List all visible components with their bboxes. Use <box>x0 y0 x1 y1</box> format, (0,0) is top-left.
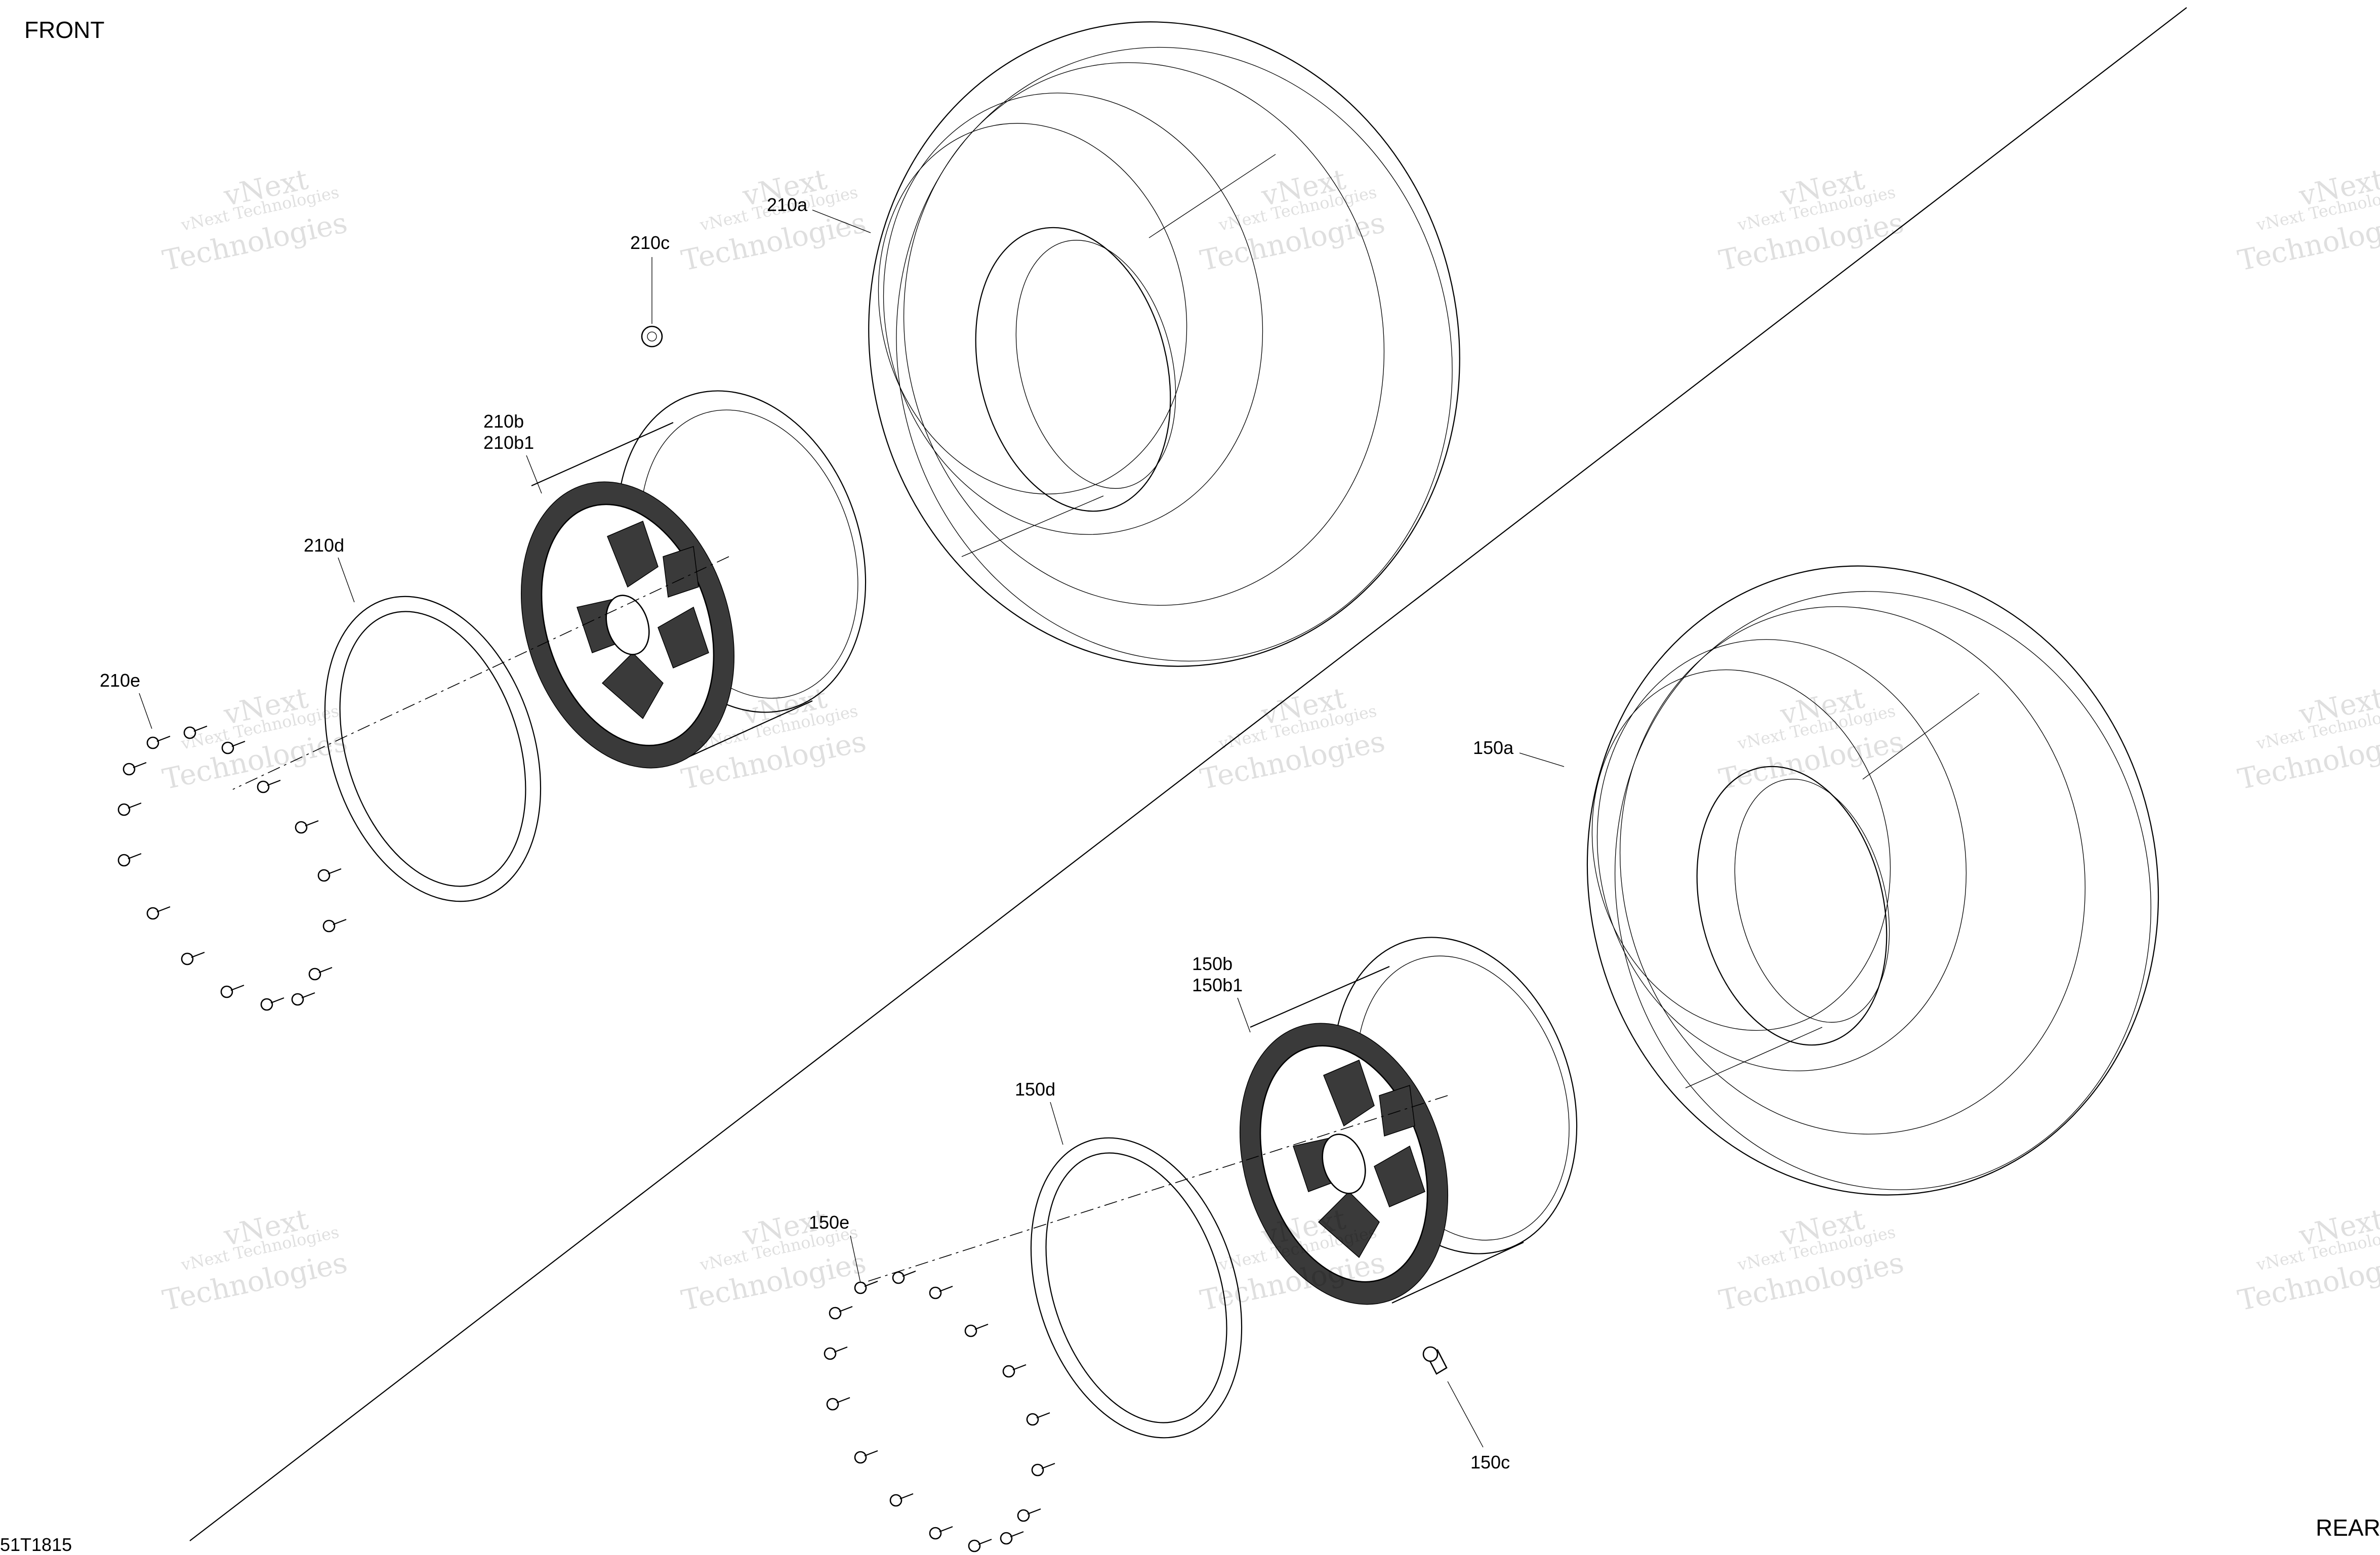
bolt-icon <box>183 725 208 739</box>
leader-210e <box>139 693 152 729</box>
label-front: FRONT <box>24 17 104 43</box>
bolt-icon <box>295 820 319 834</box>
callout-150c: 150c <box>1470 1452 1510 1473</box>
rear-beadlock-ring[interactable] <box>995 1111 1278 1465</box>
bolt-icon <box>291 992 315 1006</box>
bolt-icon <box>824 1346 848 1360</box>
leader-150d <box>1050 1102 1063 1145</box>
callout-150d: 150d <box>1015 1079 1055 1100</box>
bolt-icon <box>146 906 171 920</box>
label-rear: REAR <box>2316 1515 2380 1541</box>
divider-line <box>189 7 2187 1541</box>
callout-210e: 210e <box>100 670 140 691</box>
bolt-icon <box>257 779 281 793</box>
leader-210a <box>812 209 871 233</box>
front-axis-line <box>232 556 729 790</box>
bolt-icon <box>929 1526 953 1540</box>
front-bolt-set[interactable] <box>117 725 347 1011</box>
rear-axis-line <box>855 1095 1448 1286</box>
callout-210b: 210b <box>483 411 524 432</box>
bolt-icon <box>1017 1508 1041 1522</box>
leader-210b <box>526 455 542 494</box>
bolt-icon <box>322 918 347 933</box>
front-valve-stem[interactable] <box>641 325 663 348</box>
bolt-icon <box>117 853 142 867</box>
bolt-icon <box>117 802 142 816</box>
bolt-icon <box>317 868 342 882</box>
rear-rim[interactable] <box>1205 906 1616 1332</box>
figure-code: 51T1815 <box>0 1534 72 1555</box>
bolt-icon <box>260 997 284 1011</box>
bolt-icon <box>146 735 171 749</box>
front-beadlock-ring[interactable] <box>288 568 578 929</box>
rear-bolt-set[interactable] <box>824 1270 1055 1552</box>
bolt-icon <box>1031 1462 1055 1477</box>
bolt-icon <box>181 951 205 965</box>
callout-210d: 210d <box>304 535 344 556</box>
rear-valve-stem[interactable] <box>1422 1346 1448 1375</box>
front-tire[interactable] <box>801 0 1527 729</box>
bolt-icon <box>892 1270 916 1284</box>
bolt-icon <box>221 740 245 754</box>
front-rim[interactable] <box>486 358 906 795</box>
leader-150a <box>1519 752 1565 767</box>
bolt-icon <box>889 1493 914 1507</box>
callout-150b: 150b <box>1192 953 1233 974</box>
bolt-icon <box>854 1280 878 1294</box>
bolt-icon <box>826 1397 850 1411</box>
bolt-icon <box>122 762 147 776</box>
leader-150b <box>1237 997 1251 1033</box>
callout-150b1: 150b1 <box>1192 975 1243 995</box>
bolt-icon <box>929 1285 953 1299</box>
leader-150c <box>1447 1381 1484 1448</box>
bolt-icon <box>220 984 244 998</box>
callout-150a: 150a <box>1473 737 1514 758</box>
bolt-icon <box>1002 1364 1027 1378</box>
bolt-icon <box>968 1538 992 1552</box>
callout-210a: 210a <box>767 194 808 215</box>
bolt-icon <box>829 1306 853 1320</box>
callout-210b1: 210b1 <box>483 432 534 453</box>
bolt-icon <box>854 1450 878 1464</box>
leader-210d <box>338 557 355 603</box>
bolt-icon <box>1026 1412 1050 1426</box>
bolt-icon <box>964 1323 989 1337</box>
bolt-icon <box>1000 1531 1024 1545</box>
callout-150e: 150e <box>809 1212 849 1233</box>
callout-210c: 210c <box>630 232 670 253</box>
leader-150e <box>850 1235 861 1283</box>
rear-tire[interactable] <box>1521 505 2224 1256</box>
bolt-icon <box>308 966 333 981</box>
